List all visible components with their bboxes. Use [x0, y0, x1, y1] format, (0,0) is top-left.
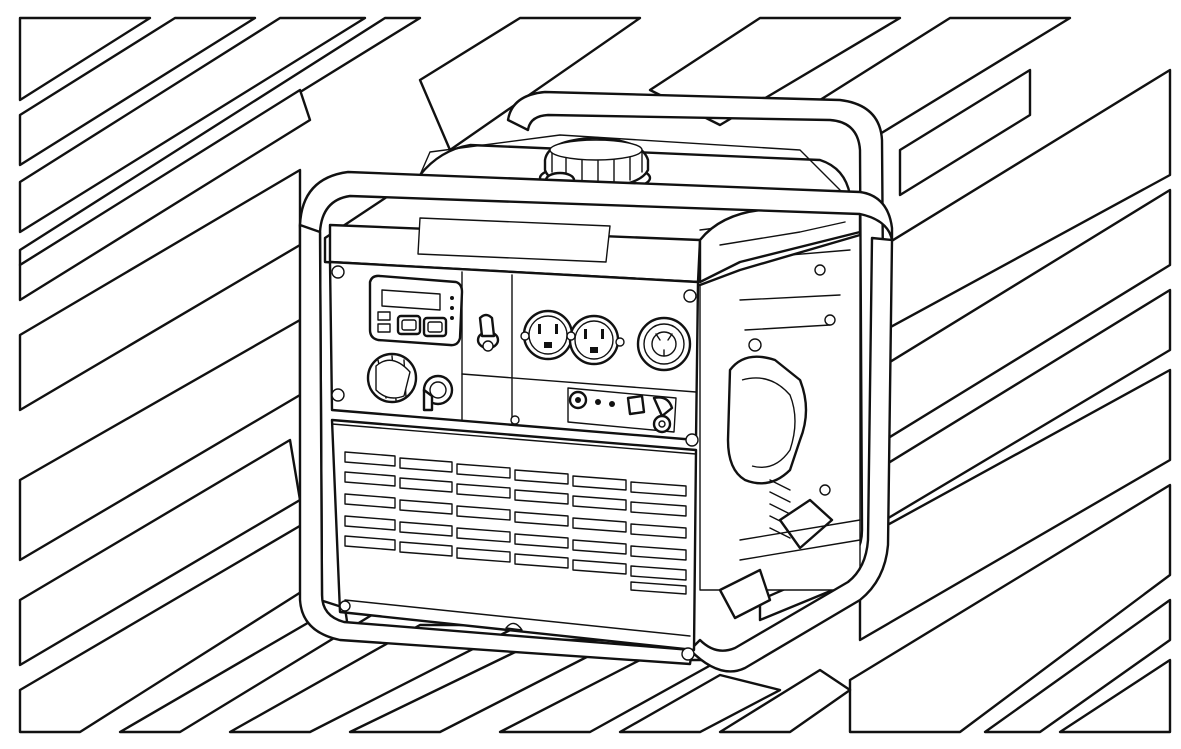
digital-display-module: [368, 274, 464, 347]
cooling-vent-grille: [344, 451, 687, 595]
base-edge: [339, 599, 695, 661]
outlet-screw: [615, 337, 625, 347]
lower-cover: [330, 418, 698, 652]
twist-lock-outlet: [636, 316, 692, 372]
engine-compartment: [699, 229, 861, 620]
outlet-screw: [566, 331, 576, 341]
outlet-1: [522, 309, 574, 361]
choke-lever: [422, 374, 454, 412]
engine-switch-knob: [366, 352, 418, 404]
outlet-2: [568, 314, 620, 366]
outlet-screw: [520, 331, 530, 341]
dc-output-panel: [567, 387, 677, 434]
toggle-switch: [476, 313, 500, 352]
